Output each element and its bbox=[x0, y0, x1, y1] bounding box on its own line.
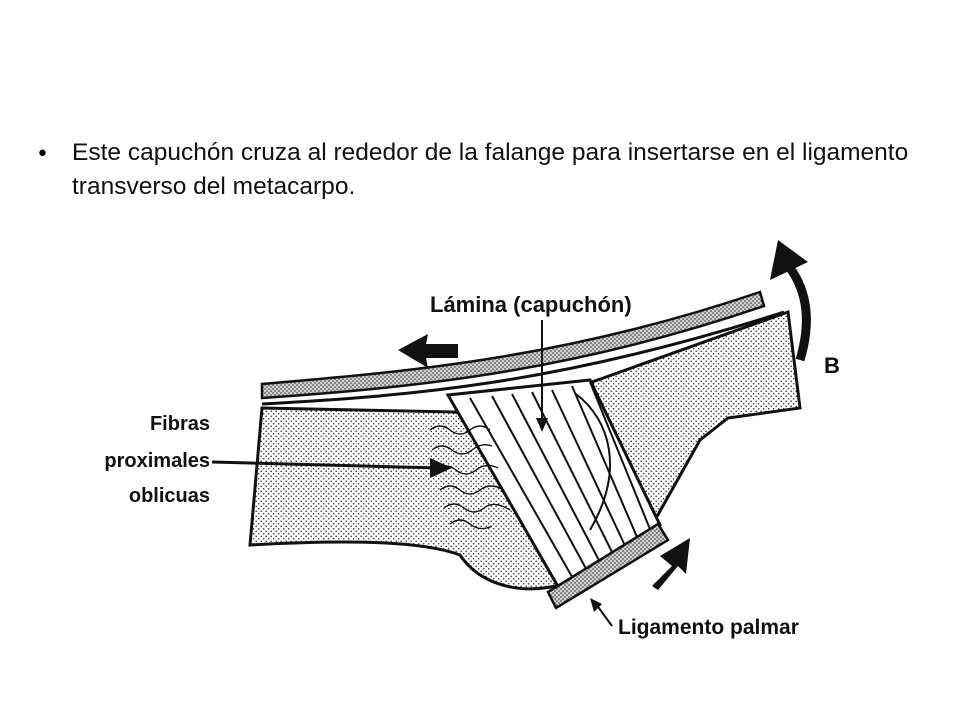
left-arrow-icon bbox=[398, 334, 458, 368]
lamina-pointer-head bbox=[536, 418, 548, 432]
ligamento-pointer bbox=[595, 603, 613, 627]
curved-arrow-b-icon bbox=[786, 265, 811, 362]
label-b: B bbox=[824, 353, 840, 378]
bullet-marker: • bbox=[36, 142, 49, 167]
extensor-tendon bbox=[260, 290, 766, 400]
label-fibras-1: Fibras bbox=[150, 413, 210, 435]
tendon-lower-line bbox=[261, 310, 785, 406]
label-fibras-2: proximales bbox=[104, 450, 210, 472]
label-ligamento: Ligamento palmar bbox=[618, 616, 799, 639]
label-lamina: Lámina (capuchón) bbox=[430, 292, 632, 317]
bullet-text: Este capuchón cruza al rededor de la fal… bbox=[72, 139, 909, 200]
palmar-ligament-plate bbox=[546, 522, 670, 610]
palmar-push-arrow-icon bbox=[652, 538, 690, 590]
label-fibras-3: oblicuas bbox=[129, 485, 210, 507]
fibras-pointer-head bbox=[430, 458, 452, 478]
fibras-pointer bbox=[211, 460, 441, 470]
